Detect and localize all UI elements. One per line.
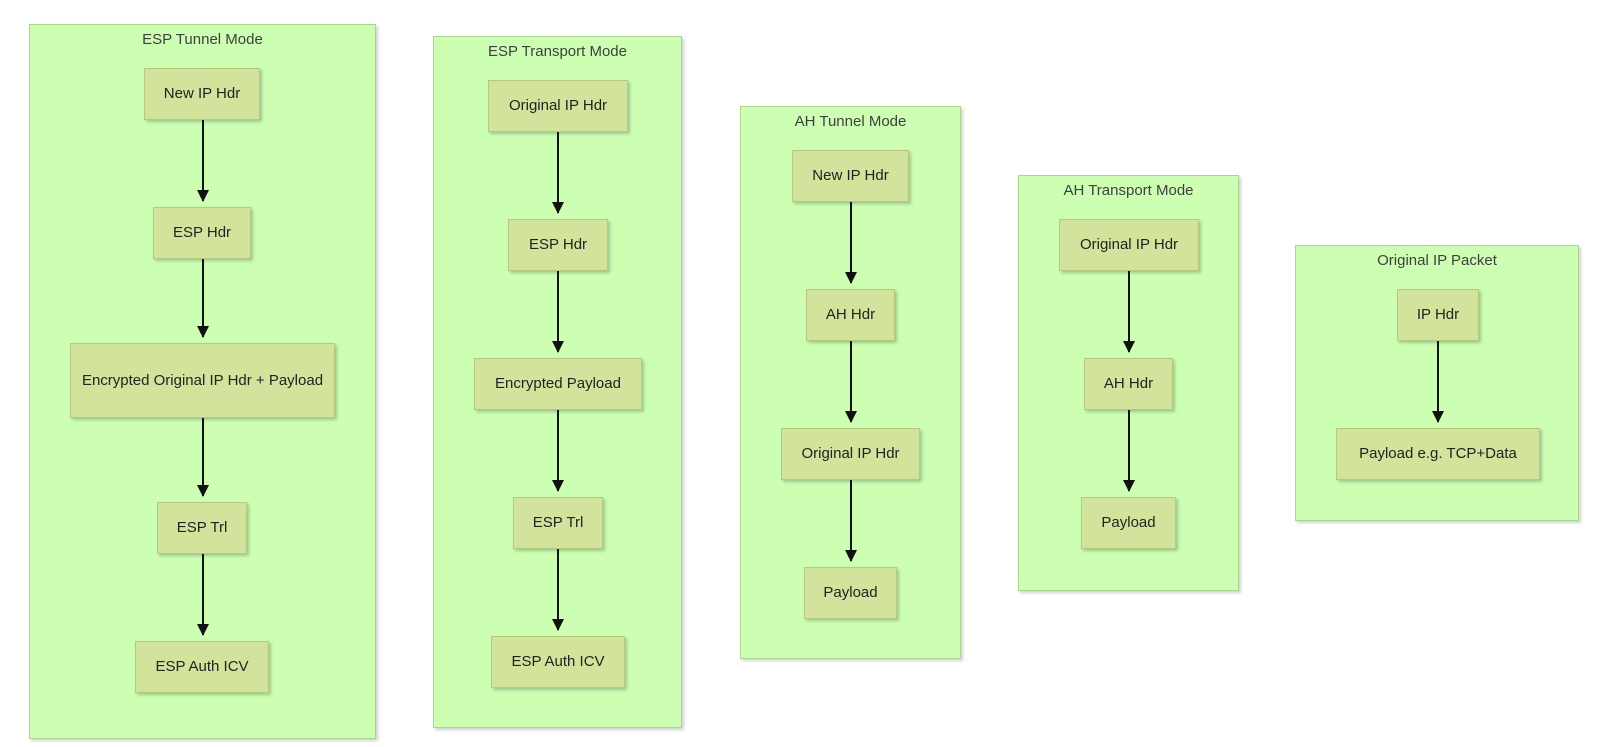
- group-title: ESP Tunnel Mode: [142, 31, 263, 48]
- group-title: AH Tunnel Mode: [794, 113, 907, 130]
- node-payload-tcp-data[interactable]: Payload e.g. TCP+Data: [1336, 428, 1540, 480]
- group-esp-tunnel-mode: ESP Tunnel Mode New IP Hdr ESP Hdr Encry…: [29, 24, 376, 739]
- arrow: [197, 259, 209, 338]
- node-esp-trl[interactable]: ESP Trl: [513, 497, 603, 549]
- arrow: [197, 418, 209, 497]
- node-esp-trl[interactable]: ESP Trl: [157, 502, 247, 554]
- node-ip-hdr[interactable]: IP Hdr: [1397, 289, 1479, 341]
- arrow: [1123, 410, 1135, 492]
- node-original-ip-hdr[interactable]: Original IP Hdr: [488, 80, 628, 132]
- arrow: [552, 410, 564, 492]
- node-new-ip-hdr[interactable]: New IP Hdr: [144, 68, 260, 120]
- arrow: [1123, 271, 1135, 353]
- group-ah-tunnel-mode: AH Tunnel Mode New IP Hdr AH Hdr Origina…: [740, 106, 961, 659]
- group-esp-transport-mode: ESP Transport Mode Original IP Hdr ESP H…: [433, 36, 682, 728]
- node-ah-hdr[interactable]: AH Hdr: [1084, 358, 1173, 410]
- arrow: [197, 120, 209, 202]
- node-esp-hdr[interactable]: ESP Hdr: [508, 219, 608, 271]
- group-original-ip-packet: Original IP Packet IP Hdr Payload e.g. T…: [1295, 245, 1579, 521]
- group-title: AH Transport Mode: [1063, 182, 1194, 199]
- node-original-ip-hdr[interactable]: Original IP Hdr: [781, 428, 920, 480]
- group-title: ESP Transport Mode: [488, 43, 627, 60]
- node-esp-hdr[interactable]: ESP Hdr: [153, 207, 251, 259]
- node-encrypted-payload[interactable]: Encrypted Payload: [474, 358, 642, 410]
- arrow: [197, 554, 209, 636]
- arrow: [845, 202, 857, 284]
- node-encrypted-original-ip-hdr-payload[interactable]: Encrypted Original IP Hdr + Payload: [70, 343, 335, 418]
- node-esp-auth-icv[interactable]: ESP Auth ICV: [135, 641, 269, 693]
- node-esp-auth-icv[interactable]: ESP Auth ICV: [491, 636, 625, 688]
- node-payload[interactable]: Payload: [1081, 497, 1176, 549]
- arrow: [845, 480, 857, 562]
- node-new-ip-hdr[interactable]: New IP Hdr: [792, 150, 909, 202]
- arrow: [1432, 341, 1444, 423]
- arrow: [552, 271, 564, 353]
- arrow: [845, 341, 857, 423]
- group-ah-transport-mode: AH Transport Mode Original IP Hdr AH Hdr…: [1018, 175, 1239, 591]
- node-original-ip-hdr[interactable]: Original IP Hdr: [1059, 219, 1199, 271]
- arrow: [552, 549, 564, 631]
- arrow: [552, 132, 564, 214]
- group-title: Original IP Packet: [1377, 252, 1497, 269]
- node-ah-hdr[interactable]: AH Hdr: [806, 289, 895, 341]
- node-payload[interactable]: Payload: [804, 567, 897, 619]
